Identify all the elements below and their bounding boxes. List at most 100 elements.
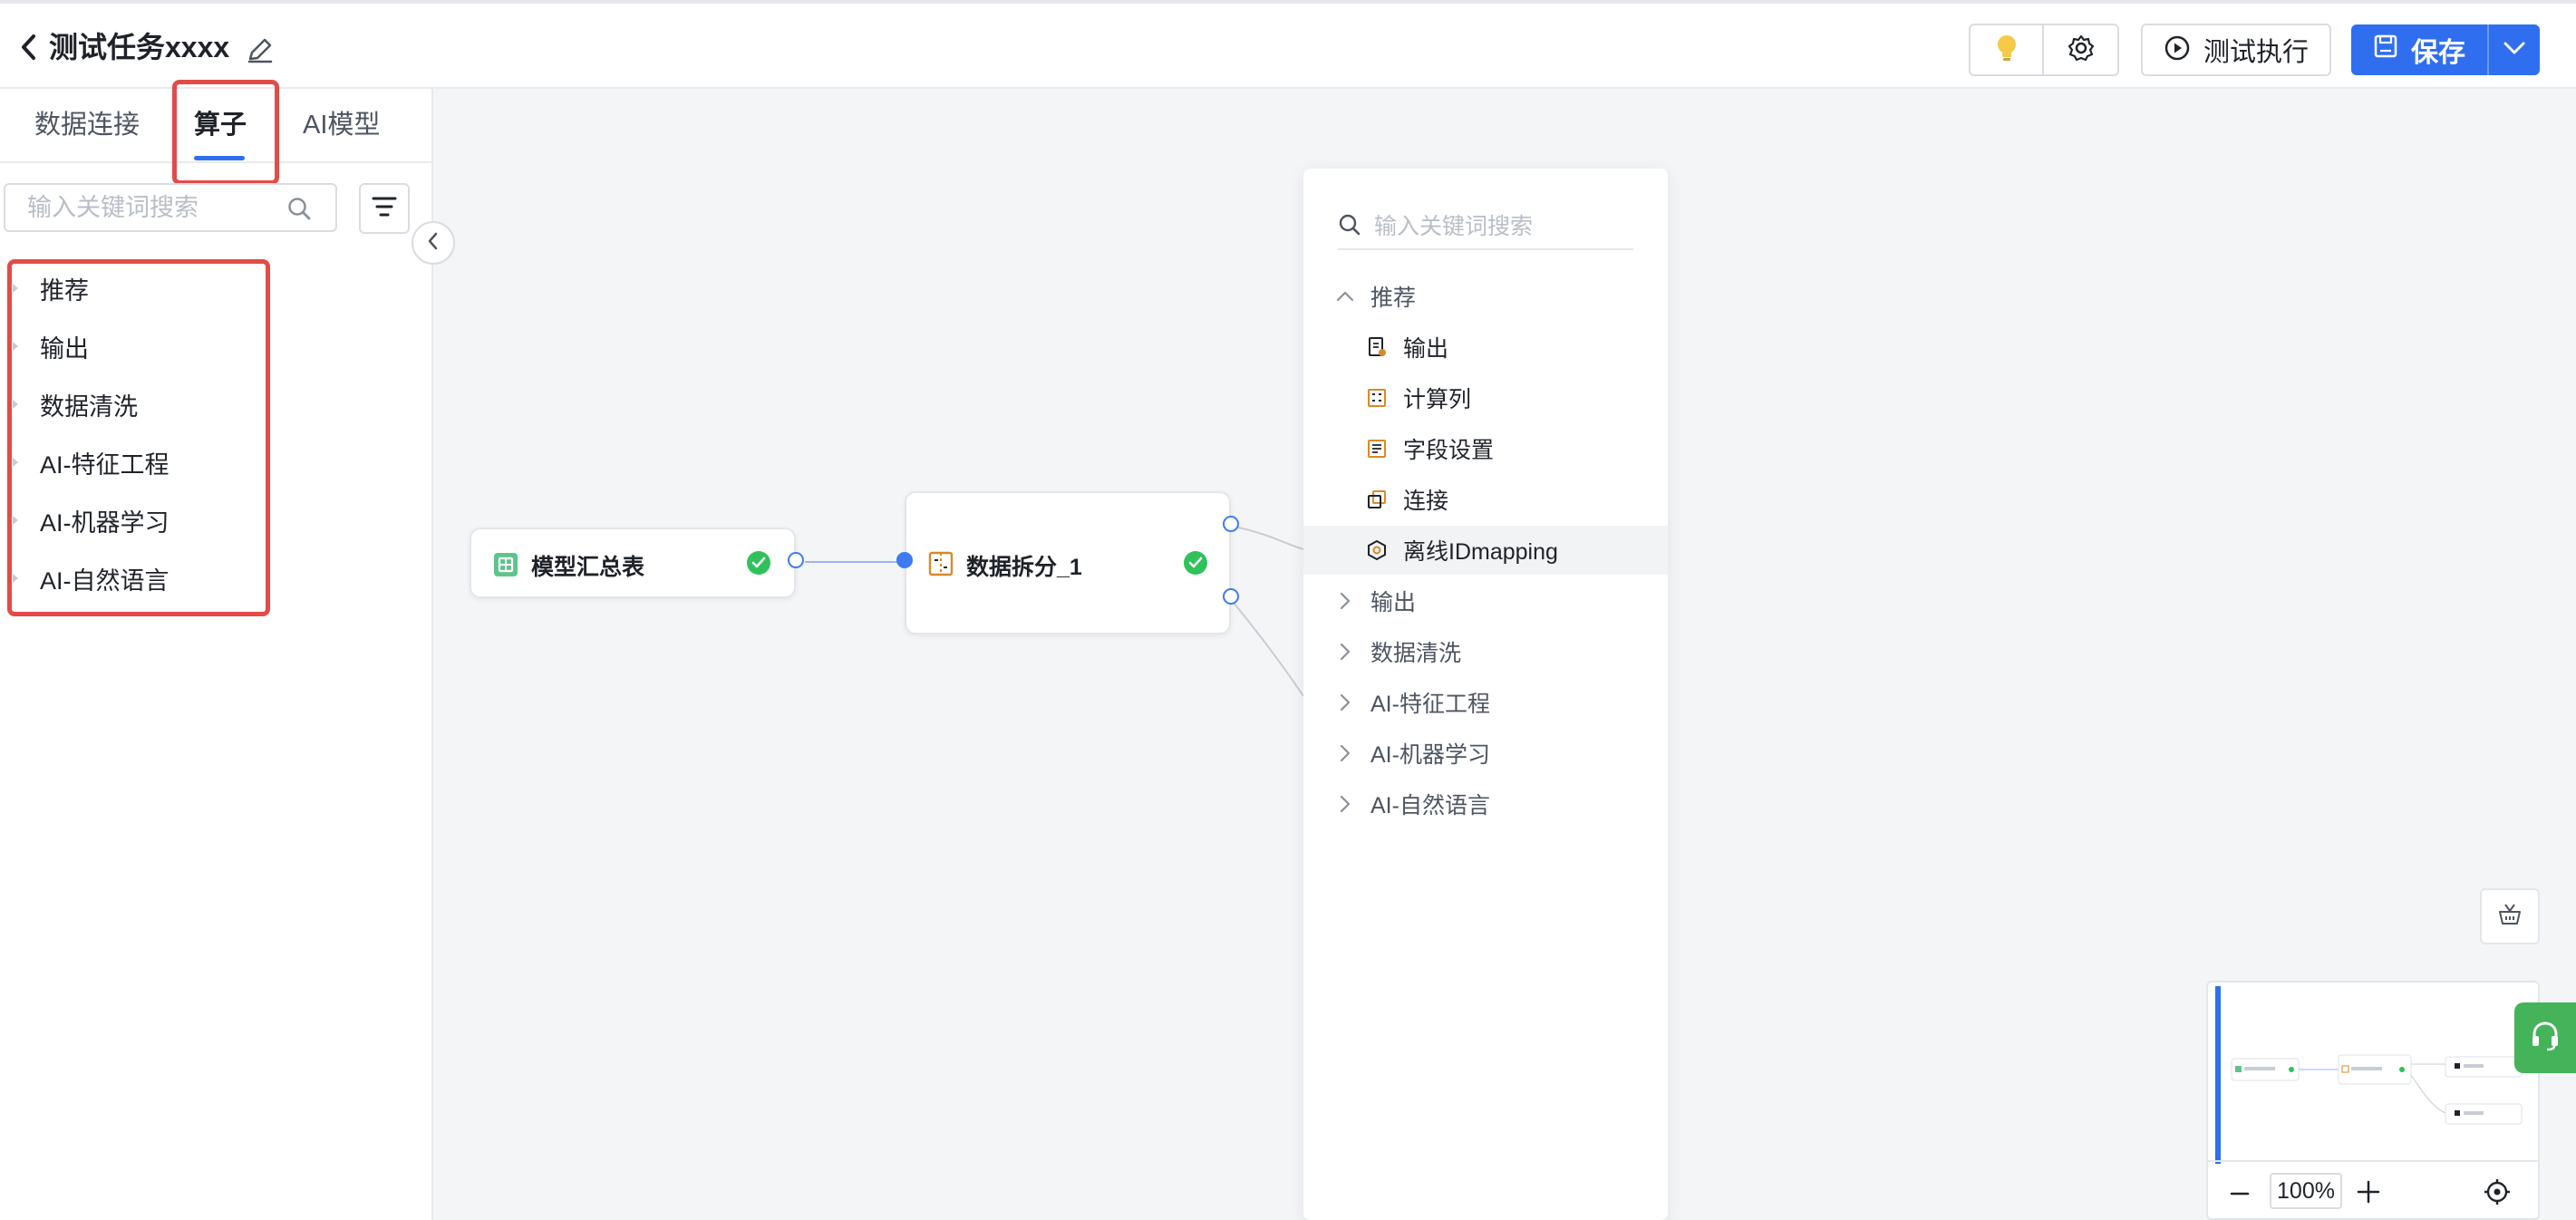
settings-button[interactable] bbox=[2044, 25, 2117, 74]
caret-right-icon bbox=[13, 342, 18, 351]
group-label: AI-自然语言 bbox=[1370, 793, 1490, 818]
minimap-preview bbox=[2231, 1054, 2523, 1125]
save-button[interactable]: 保存 bbox=[2351, 24, 2487, 75]
tab-ai-models[interactable]: AI模型 bbox=[303, 111, 381, 140]
popup-operator-calc-column[interactable]: 计算列 bbox=[1303, 373, 1668, 422]
canvas-tool-button[interactable] bbox=[2480, 888, 2540, 944]
category-item-recommended[interactable]: 推荐 bbox=[13, 268, 89, 308]
group-label: 数据清洗 bbox=[1370, 641, 1462, 666]
calc-column-icon bbox=[1367, 388, 1387, 408]
test-run-label: 测试执行 bbox=[2203, 38, 2309, 67]
caret-right-icon bbox=[13, 516, 18, 525]
category-label: 输出 bbox=[40, 334, 89, 363]
search-icon bbox=[1338, 213, 1361, 241]
chevron-right-icon bbox=[1336, 744, 1354, 762]
popup-group-output[interactable]: 输出 bbox=[1303, 576, 1668, 625]
tabs-divider bbox=[0, 161, 431, 163]
back-icon[interactable] bbox=[13, 31, 45, 63]
output-icon bbox=[1367, 337, 1387, 357]
task-title: 测试任务xxxx bbox=[49, 31, 230, 63]
collapse-panel-button[interactable] bbox=[412, 221, 455, 265]
lightbulb-icon bbox=[1995, 34, 2019, 67]
category-item-ai-feature-engineering[interactable]: AI-特征工程 bbox=[13, 442, 169, 482]
category-item-data-cleaning[interactable]: 数据清洗 bbox=[13, 384, 138, 424]
popup-group-ai-machine-learning[interactable]: AI-机器学习 bbox=[1303, 729, 1668, 778]
join-icon bbox=[1367, 489, 1387, 509]
zoom-out-icon[interactable] bbox=[2230, 1184, 2250, 1208]
search-icon[interactable] bbox=[286, 196, 312, 226]
node-output-port[interactable] bbox=[788, 552, 804, 568]
filter-button[interactable] bbox=[359, 183, 410, 234]
node-model-summary[interactable]: 模型汇总表 bbox=[470, 528, 796, 598]
category-label: AI-机器学习 bbox=[40, 508, 169, 537]
minimap-viewport-indicator bbox=[2215, 986, 2221, 1164]
node-input-port[interactable] bbox=[896, 552, 913, 568]
caret-right-icon bbox=[13, 574, 18, 583]
save-label: 保存 bbox=[2411, 38, 2465, 68]
left-panel: 数据连接 算子 AI模型 推荐 输出 数据清洗 AI-特征工程 AI-机器学习 … bbox=[0, 80, 433, 1220]
category-label: AI-特征工程 bbox=[40, 450, 169, 479]
caret-right-icon bbox=[13, 458, 18, 467]
edit-title-icon[interactable] bbox=[245, 34, 276, 65]
chevron-right-icon bbox=[1336, 795, 1354, 813]
active-tab-indicator bbox=[194, 156, 245, 160]
edge-split-output-2 bbox=[1229, 597, 1304, 697]
popup-group-ai-feature-engineering[interactable]: AI-特征工程 bbox=[1303, 678, 1668, 727]
success-check-icon bbox=[1184, 551, 1207, 575]
chevron-right-icon bbox=[1336, 693, 1354, 712]
category-item-output[interactable]: 输出 bbox=[13, 326, 89, 366]
tool-button-group bbox=[1969, 24, 2119, 76]
node-data-split[interactable]: 数据拆分_1 bbox=[905, 491, 1231, 634]
edge-split-output-1 bbox=[1229, 525, 1304, 550]
chevron-left-icon bbox=[426, 231, 441, 256]
popup-search-input[interactable] bbox=[1374, 213, 1619, 240]
gear-icon bbox=[2068, 34, 2095, 66]
node-label: 数据拆分_1 bbox=[966, 555, 1082, 580]
chevron-up-icon bbox=[1336, 287, 1354, 305]
operator-label: 计算列 bbox=[1403, 387, 1472, 412]
popup-search-field[interactable] bbox=[1338, 205, 1633, 250]
top-header: 测试任务xxxx 测试执行 保存 bbox=[0, 0, 2576, 89]
popup-operator-idmapping[interactable]: 离线IDmapping bbox=[1303, 526, 1668, 575]
chevron-right-icon bbox=[1336, 643, 1354, 661]
node-output-port-1[interactable] bbox=[1223, 516, 1239, 532]
operator-search-field[interactable] bbox=[4, 183, 337, 232]
operator-label: 离线IDmapping bbox=[1403, 539, 1558, 565]
popup-group-data-cleaning[interactable]: 数据清洗 bbox=[1303, 627, 1668, 676]
zoom-level: 100% bbox=[2270, 1173, 2342, 1209]
tab-operators[interactable]: 算子 bbox=[194, 111, 247, 140]
operator-label: 输出 bbox=[1403, 336, 1449, 362]
idmapping-icon bbox=[1367, 539, 1387, 561]
popup-group-ai-nlp[interactable]: AI-自然语言 bbox=[1303, 779, 1668, 828]
table-icon bbox=[493, 552, 518, 582]
save-divider bbox=[2487, 24, 2489, 75]
category-label: 推荐 bbox=[40, 276, 89, 305]
popup-operator-output[interactable]: 输出 bbox=[1303, 323, 1668, 372]
operator-search-input[interactable] bbox=[27, 193, 281, 222]
save-dropdown-button[interactable] bbox=[2489, 24, 2540, 75]
caret-right-icon bbox=[13, 400, 18, 409]
popup-group-recommended[interactable]: 推荐 bbox=[1303, 272, 1668, 321]
caret-right-icon bbox=[13, 284, 18, 293]
customer-support-button[interactable] bbox=[2514, 1002, 2576, 1073]
tips-button[interactable] bbox=[1971, 25, 2045, 74]
zoom-in-icon[interactable] bbox=[2357, 1180, 2380, 1208]
play-circle-icon bbox=[2164, 34, 2191, 66]
popup-operator-join[interactable]: 连接 bbox=[1303, 475, 1668, 524]
group-label: AI-特征工程 bbox=[1370, 692, 1490, 717]
node-output-port-2[interactable] bbox=[1223, 588, 1239, 605]
minimap[interactable]: 100% bbox=[2206, 981, 2540, 1220]
popup-operator-field-settings[interactable]: 字段设置 bbox=[1303, 424, 1668, 473]
test-run-button[interactable]: 测试执行 bbox=[2141, 24, 2331, 76]
save-icon bbox=[2373, 34, 2398, 66]
operator-label: 字段设置 bbox=[1403, 438, 1495, 463]
node-label: 模型汇总表 bbox=[531, 555, 645, 580]
operator-picker-popup: 推荐 输出 计算列 字段设置 连接 离线IDmapping 输出 bbox=[1303, 169, 1668, 1220]
chevron-right-icon bbox=[1336, 592, 1354, 610]
category-item-ai-machine-learning[interactable]: AI-机器学习 bbox=[13, 500, 169, 540]
group-label: 推荐 bbox=[1370, 286, 1417, 311]
field-settings-icon bbox=[1367, 439, 1387, 459]
locate-center-icon[interactable] bbox=[2484, 1178, 2511, 1210]
category-item-ai-nlp[interactable]: AI-自然语言 bbox=[13, 558, 169, 598]
tab-data-connection[interactable]: 数据连接 bbox=[34, 111, 140, 140]
